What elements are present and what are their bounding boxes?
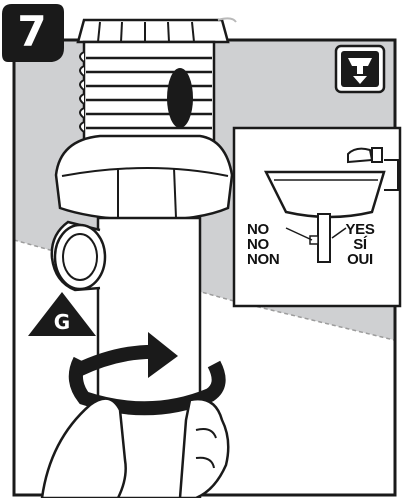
- no-labels: NO NO NON: [247, 223, 279, 268]
- inset-panel: [234, 128, 400, 306]
- hex-nut: [56, 136, 232, 220]
- no-label-fr: NON: [247, 253, 279, 268]
- marker-letter: G: [47, 310, 77, 334]
- yes-labels: YES SÍ OUI: [340, 223, 380, 268]
- step-number: 7: [8, 6, 56, 58]
- thread-section: [80, 42, 214, 142]
- threaded-nut: [78, 18, 236, 42]
- sink-drain-icon: [336, 46, 384, 92]
- yes-label-fr: OUI: [340, 253, 380, 268]
- side-outlet: [52, 222, 105, 290]
